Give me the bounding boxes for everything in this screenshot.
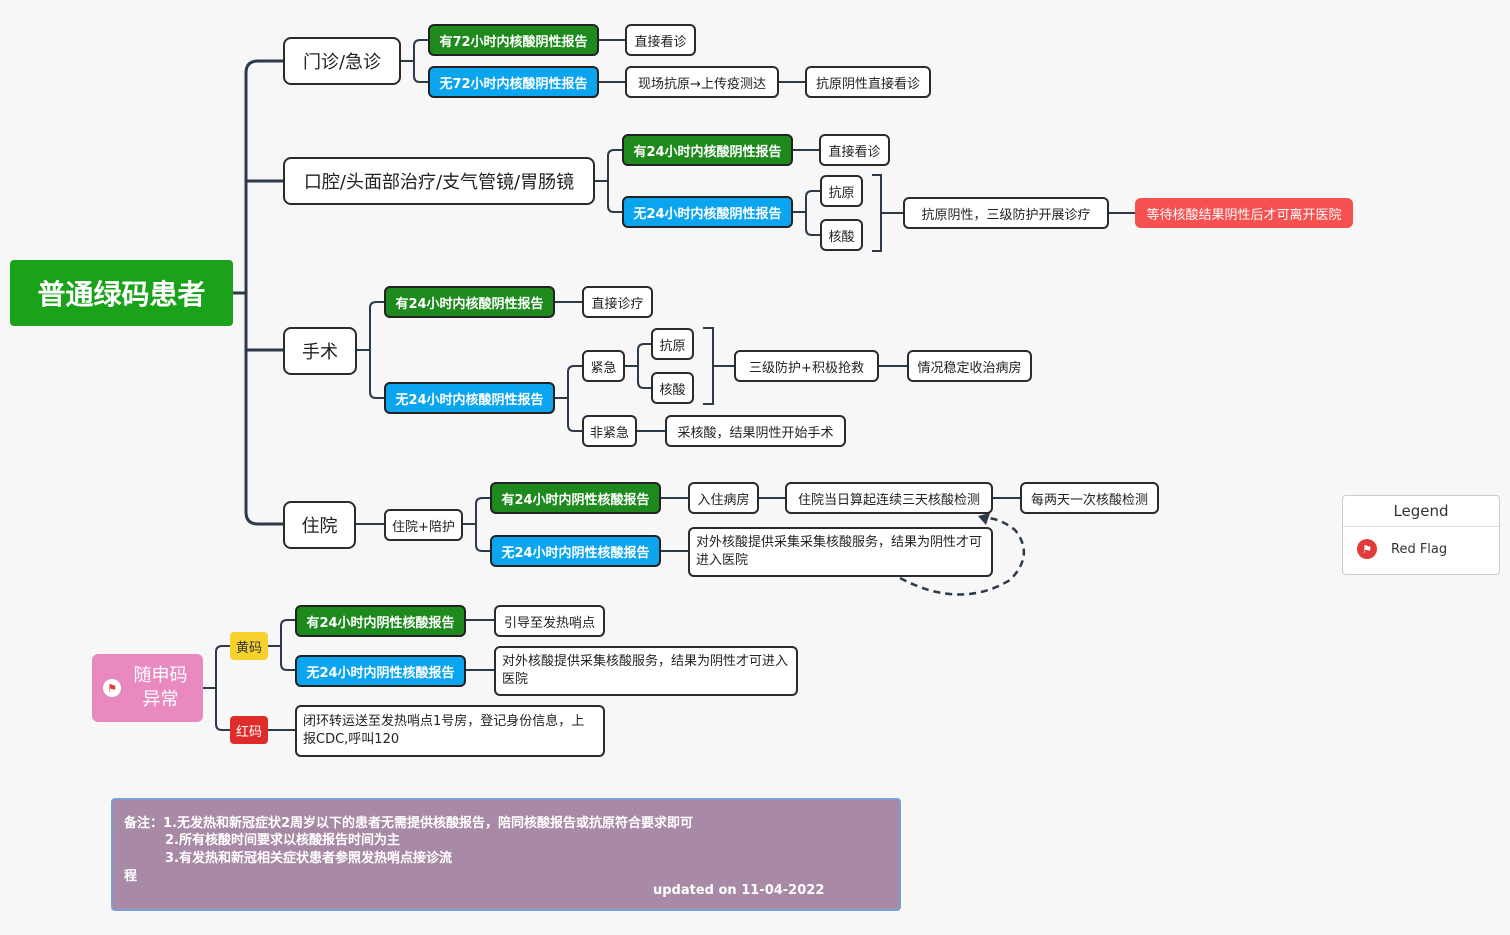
red-flag-icon: ⚑ bbox=[1357, 539, 1377, 559]
oral-red-flag-node[interactable]: 等待核酸结果阴性后才可离开医院 bbox=[1135, 198, 1353, 228]
legend-title: Legend bbox=[1343, 496, 1499, 527]
red-code[interactable]: 红码 bbox=[230, 716, 268, 744]
inpatient-no-report[interactable]: 无24小时内阴性核酸报告 bbox=[490, 535, 661, 567]
surgery-nucleic-then-operate[interactable]: 采核酸，结果阴性开始手术 bbox=[665, 415, 846, 447]
surgery-admit-ward[interactable]: 情况稳定收治病房 bbox=[907, 350, 1032, 382]
inpatient-external-test[interactable]: 对外核酸提供采集采集核酸服务，结果为阴性才可进入医院 bbox=[688, 527, 993, 577]
oral-endoscopy-node[interactable]: 口腔/头面部治疗/支气管镜/胃肠镜 bbox=[283, 157, 595, 205]
legend-item-red-flag: ⚑ Red Flag bbox=[1343, 527, 1499, 559]
abnormal-label-line2: 异常 bbox=[142, 689, 179, 710]
surgery-level3-rescue[interactable]: 三级防护+积极抢救 bbox=[734, 350, 879, 382]
surgery-no-report[interactable]: 无24小时内核酸阴性报告 bbox=[384, 382, 555, 414]
inpatient-node[interactable]: 住院 bbox=[283, 501, 356, 549]
outpatient-node[interactable]: 门诊/急诊 bbox=[283, 37, 401, 85]
surgery-antigen[interactable]: 抗原 bbox=[651, 328, 694, 360]
yellow-external-test[interactable]: 对外核酸提供采集核酸服务，结果为阴性才可进入医院 bbox=[494, 646, 798, 696]
red-closed-loop-transfer[interactable]: 闭环转运送至发热哨点1号房，登记身份信息，上报CDC,呼叫120 bbox=[295, 705, 605, 757]
legend-item-label: Red Flag bbox=[1391, 541, 1448, 557]
outpatient-antigen-negative[interactable]: 抗原阴性直接看诊 bbox=[805, 66, 931, 98]
surgery-has-report[interactable]: 有24小时内核酸阴性报告 bbox=[384, 286, 555, 318]
oral-no-report[interactable]: 无24小时内核酸阴性报告 bbox=[622, 196, 793, 228]
abnormal-label-line1: 随申码 bbox=[133, 665, 188, 686]
inpatient-has-report[interactable]: 有24小时内阴性核酸报告 bbox=[490, 482, 661, 514]
surgery-urgent[interactable]: 紧急 bbox=[582, 350, 625, 382]
legend-panel: Legend ⚑ Red Flag bbox=[1342, 495, 1500, 575]
inpatient-every-two-days[interactable]: 每两天一次核酸检测 bbox=[1020, 482, 1159, 514]
outpatient-no-report[interactable]: 无72小时内核酸阴性报告 bbox=[428, 66, 599, 98]
oral-antigen[interactable]: 抗原 bbox=[820, 175, 863, 207]
root-node[interactable]: 普通绿码患者 bbox=[10, 260, 233, 326]
note-line-2: 2.所有核酸时间要求以核酸报告时间为主 bbox=[165, 833, 400, 848]
note-line-4: 程 bbox=[124, 869, 138, 884]
surgery-non-urgent[interactable]: 非紧急 bbox=[582, 415, 637, 447]
surgery-nucleic[interactable]: 核酸 bbox=[651, 372, 694, 404]
outpatient-has-report[interactable]: 有72小时内核酸阴性报告 bbox=[428, 24, 599, 56]
yellow-code[interactable]: 黄码 bbox=[230, 632, 268, 660]
note-updated: updated on 11-04-2022 bbox=[653, 883, 825, 898]
note-line-3: 3.有发热和新冠相关症状患者参照发热哨点接诊流 bbox=[165, 851, 452, 866]
outpatient-direct-visit[interactable]: 直接看诊 bbox=[625, 24, 696, 56]
oral-antigen-negative-result[interactable]: 抗原阴性，三级防护开展诊疗 bbox=[903, 197, 1109, 229]
surgery-node[interactable]: 手术 bbox=[283, 327, 357, 375]
yellow-no-report[interactable]: 无24小时内阴性核酸报告 bbox=[295, 655, 466, 687]
note-box: 备注：1.无发热和新冠症状2周岁以下的患者无需提供核酸报告，陪同核酸报告或抗原符… bbox=[111, 798, 901, 911]
oral-has-report[interactable]: 有24小时内核酸阴性报告 bbox=[622, 134, 793, 166]
red-flag-icon: ⚑ bbox=[103, 679, 121, 697]
oral-nucleic[interactable]: 核酸 bbox=[820, 219, 863, 251]
yellow-has-report[interactable]: 有24小时内阴性核酸报告 bbox=[295, 605, 466, 637]
yellow-fever-sentinel[interactable]: 引导至发热哨点 bbox=[494, 605, 605, 637]
outpatient-antigen-upload[interactable]: 现场抗原→上传疫测达 bbox=[625, 66, 779, 98]
surgery-direct-treatment[interactable]: 直接诊疗 bbox=[582, 286, 653, 318]
inpatient-escort[interactable]: 住院+陪护 bbox=[384, 509, 463, 541]
note-line-1: 备注：1.无发热和新冠症状2周岁以下的患者无需提供核酸报告，陪同核酸报告或抗原符… bbox=[124, 816, 694, 831]
inpatient-enter-ward[interactable]: 入住病房 bbox=[688, 482, 759, 514]
oral-direct-visit[interactable]: 直接看诊 bbox=[819, 134, 890, 166]
inpatient-three-day-test[interactable]: 住院当日算起连续三天核酸检测 bbox=[785, 482, 993, 514]
